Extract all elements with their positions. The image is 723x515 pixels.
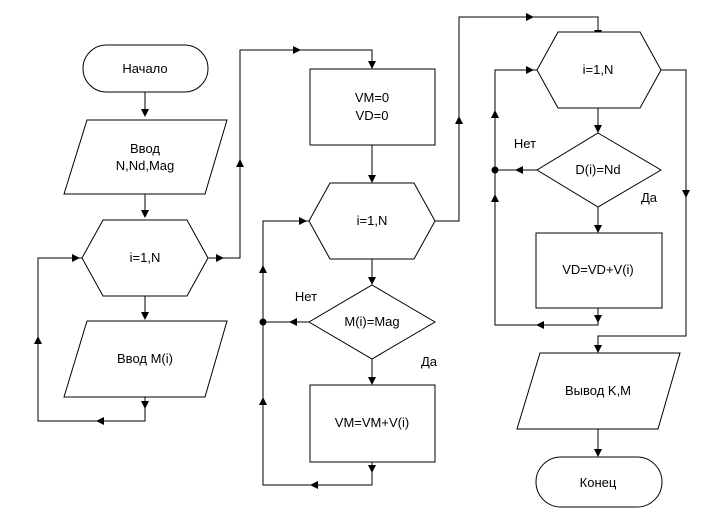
start-label: Начало xyxy=(122,61,167,76)
end-terminator: Конец xyxy=(535,456,663,508)
start-terminator: Начало xyxy=(82,44,209,93)
init-line-1: VM=0 xyxy=(355,90,389,105)
loop-2-label: i=1,N xyxy=(357,213,388,228)
condition-1-label: M(i)=Mag xyxy=(344,314,399,329)
output-label: Вывод K,M xyxy=(565,383,631,398)
condition-2-diamond: D(i)=Nd xyxy=(536,132,662,208)
input-params-line-1: Ввод xyxy=(130,141,160,156)
condition-1-diamond: M(i)=Mag xyxy=(308,284,436,360)
condition-1-yes-label: Да xyxy=(421,354,438,369)
process-vd-block: VD=VD+V(i) xyxy=(535,232,663,309)
condition-2-yes-label: Да xyxy=(641,190,658,205)
init-vm-vd-block: VM=0 VD=0 xyxy=(309,68,436,146)
condition-2-no-label: Нет xyxy=(514,136,536,151)
loop-3-hexagon: i=1,N xyxy=(536,31,662,109)
end-label: Конец xyxy=(580,475,617,490)
input-m-block: Ввод M(i) xyxy=(63,320,228,398)
loop-1-hexagon: i=1,N xyxy=(81,219,209,297)
input-params-block: Ввод N,Nd,Mag xyxy=(63,119,228,195)
loop-1-label: i=1,N xyxy=(130,250,161,265)
init-line-2: VD=0 xyxy=(356,108,389,123)
condition-2-label: D(i)=Nd xyxy=(575,162,620,177)
input-params-line-2: N,Nd,Mag xyxy=(116,158,175,173)
input-m-label: Ввод M(i) xyxy=(117,351,173,366)
process-vm-block: VM=VM+V(i) xyxy=(309,384,436,463)
loop-2-hexagon: i=1,N xyxy=(308,182,436,260)
output-block: Вывод K,M xyxy=(516,352,681,430)
process-vd-label: VD=VD+V(i) xyxy=(562,262,634,277)
process-vm-label: VM=VM+V(i) xyxy=(335,415,409,430)
loop-3-label: i=1,N xyxy=(583,62,614,77)
condition-1-no-label: Нет xyxy=(295,289,317,304)
